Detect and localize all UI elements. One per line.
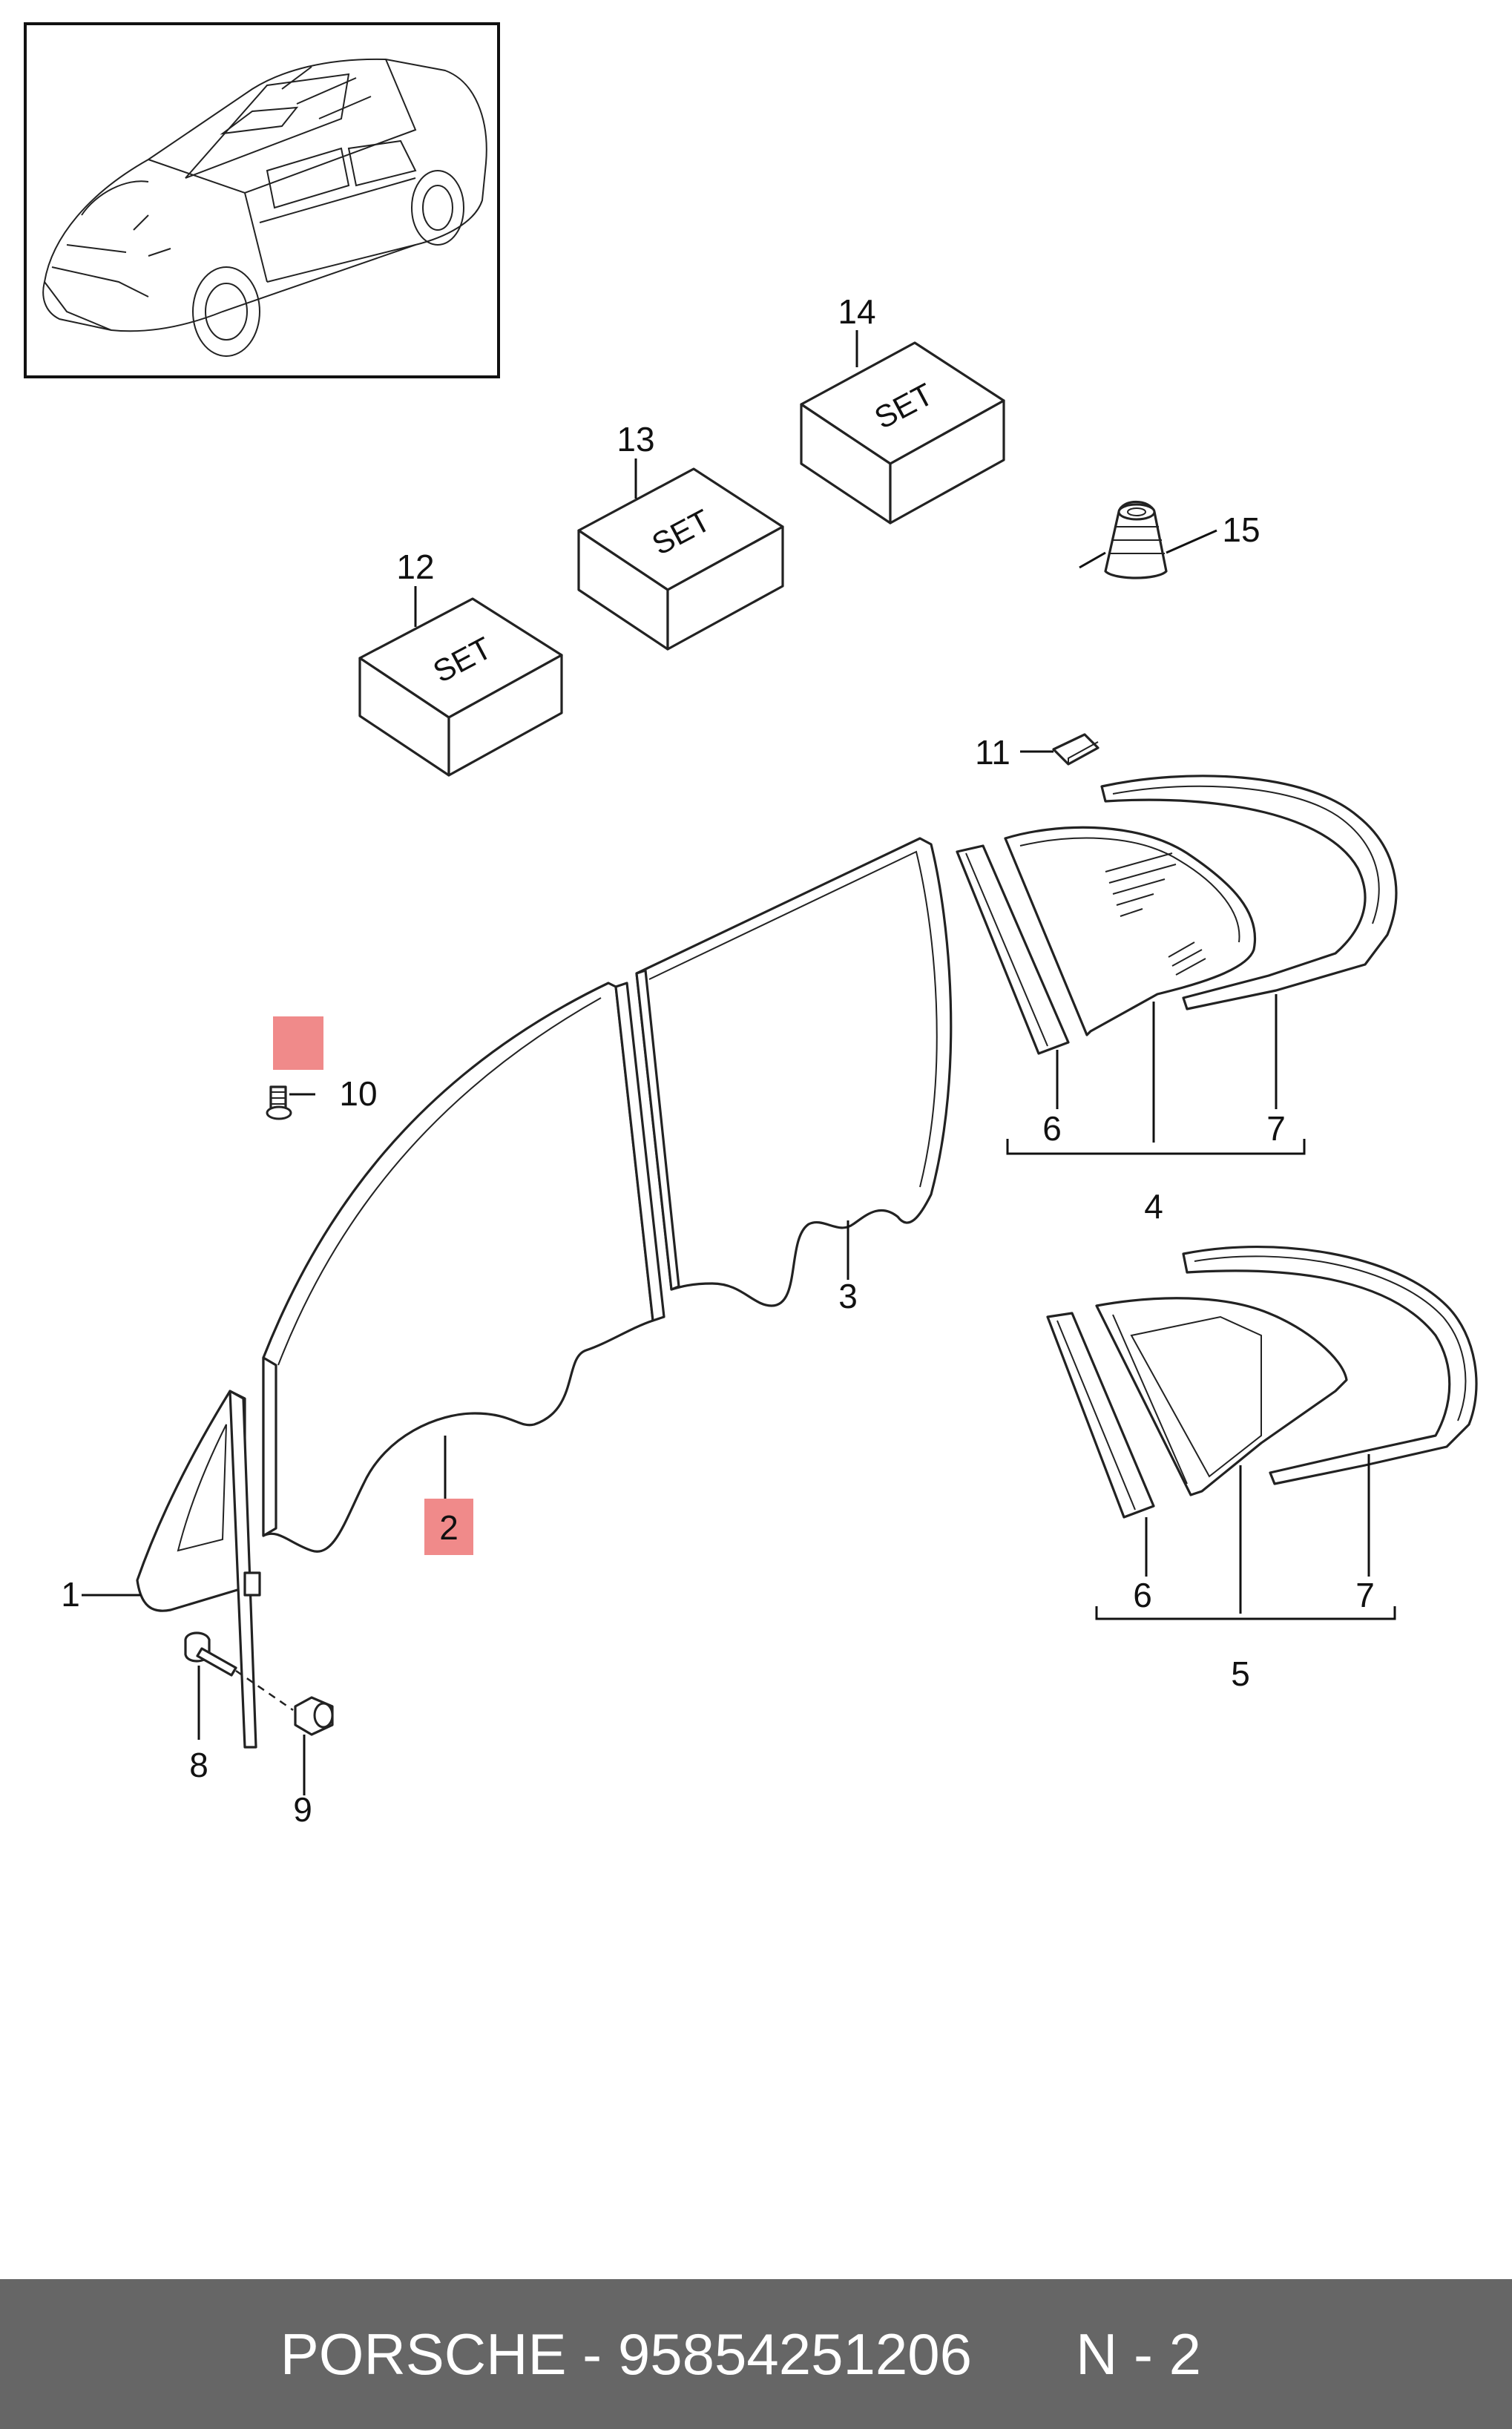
callout-2: 2 xyxy=(439,1508,458,1547)
footer-bar: PORSCHE - 95854251206 N - 2 xyxy=(0,2279,1512,2429)
footer-code: N - 2 xyxy=(1076,2321,1201,2387)
footer-separator: - xyxy=(566,2321,617,2387)
callout-7-upper: 7 xyxy=(1266,1109,1286,1148)
part-4-rear-quarter-assembly-upper xyxy=(956,775,1398,1155)
callout-14: 14 xyxy=(838,292,875,331)
footer-brand-part-number: PORSCHE - 95854251206 xyxy=(280,2321,972,2387)
callout-1: 1 xyxy=(61,1575,80,1614)
callout-4: 4 xyxy=(1144,1187,1163,1226)
part-1-vent-glass xyxy=(82,1390,261,1749)
footer-brand: PORSCHE xyxy=(280,2321,567,2387)
highlight-marker-2 xyxy=(424,1499,473,1555)
footer-background xyxy=(0,2279,1512,2429)
callout-6-upper: 6 xyxy=(1042,1109,1062,1148)
part-10-bolt xyxy=(266,1016,323,1120)
callout-5: 5 xyxy=(1231,1654,1250,1693)
set-kit-12: SET xyxy=(358,597,563,777)
callout-10: 10 xyxy=(339,1074,377,1113)
callout-leaders xyxy=(414,330,858,627)
highlight-marker-10 xyxy=(273,1016,323,1070)
set-kit-13: SET xyxy=(577,467,784,651)
assembly-dashed-line xyxy=(235,1669,294,1712)
part-3-rear-door-glass xyxy=(635,837,953,1307)
part-11-clip xyxy=(1020,733,1100,766)
callout-9: 9 xyxy=(293,1790,312,1829)
callout-7-lower: 7 xyxy=(1355,1576,1375,1614)
part-8-bolt xyxy=(184,1631,237,1740)
part-5-rear-quarter-assembly-lower xyxy=(1046,1245,1478,1620)
callout-3: 3 xyxy=(838,1277,858,1315)
callout-labels: 1 2 3 4 5 6 6 7 7 8 9 10 11 12 13 14 15 xyxy=(61,292,1375,1829)
part-2-front-door-glass xyxy=(262,982,665,1555)
part-15-grommet xyxy=(1079,501,1217,579)
part-9-nut xyxy=(294,1696,334,1795)
vehicle-overview-thumbnail xyxy=(24,22,500,378)
callout-11: 11 xyxy=(975,733,1010,772)
footer-part-number: 95854251206 xyxy=(618,2321,972,2387)
callout-8: 8 xyxy=(189,1746,208,1784)
set-kit-14: SET xyxy=(800,341,1005,525)
callout-13: 13 xyxy=(617,420,654,458)
callout-15: 15 xyxy=(1222,510,1260,549)
callout-12: 12 xyxy=(396,548,434,586)
callout-6-lower: 6 xyxy=(1133,1576,1152,1614)
